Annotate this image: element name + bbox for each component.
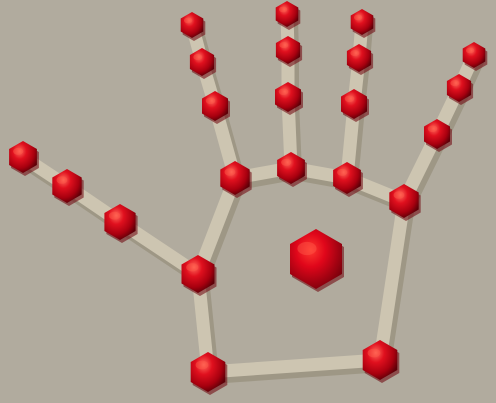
bone-wr2-wr1 — [207, 353, 381, 379]
joint-wr1 — [190, 352, 228, 395]
joint-th1 — [52, 169, 84, 206]
joint-ix2 — [202, 91, 230, 124]
joint-th0 — [9, 141, 39, 176]
joint-pk1 — [389, 184, 421, 221]
joint-pk4 — [462, 42, 488, 71]
joint-pk2 — [424, 119, 452, 152]
joint-rg1 — [333, 162, 363, 197]
joint-md1 — [277, 152, 307, 187]
joint-rg3 — [346, 44, 374, 75]
joint-layer — [9, 1, 488, 395]
joint-ix3 — [189, 48, 217, 79]
joint-wr2 — [362, 340, 400, 383]
joint-th2 — [104, 204, 138, 243]
joint-md2 — [275, 82, 303, 115]
joint-ix1 — [220, 161, 252, 198]
joint-md3 — [275, 36, 303, 67]
bone-th3-ix1 — [191, 175, 242, 277]
joint-rg2 — [341, 89, 369, 122]
joint-th3 — [181, 255, 217, 296]
joint-pk3 — [446, 74, 474, 105]
bone-pk1-wr2 — [373, 200, 411, 361]
palm-center-joint — [290, 229, 344, 292]
joint-rg4 — [350, 9, 376, 38]
joint-md4 — [275, 1, 301, 30]
joint-ix4 — [180, 12, 206, 41]
